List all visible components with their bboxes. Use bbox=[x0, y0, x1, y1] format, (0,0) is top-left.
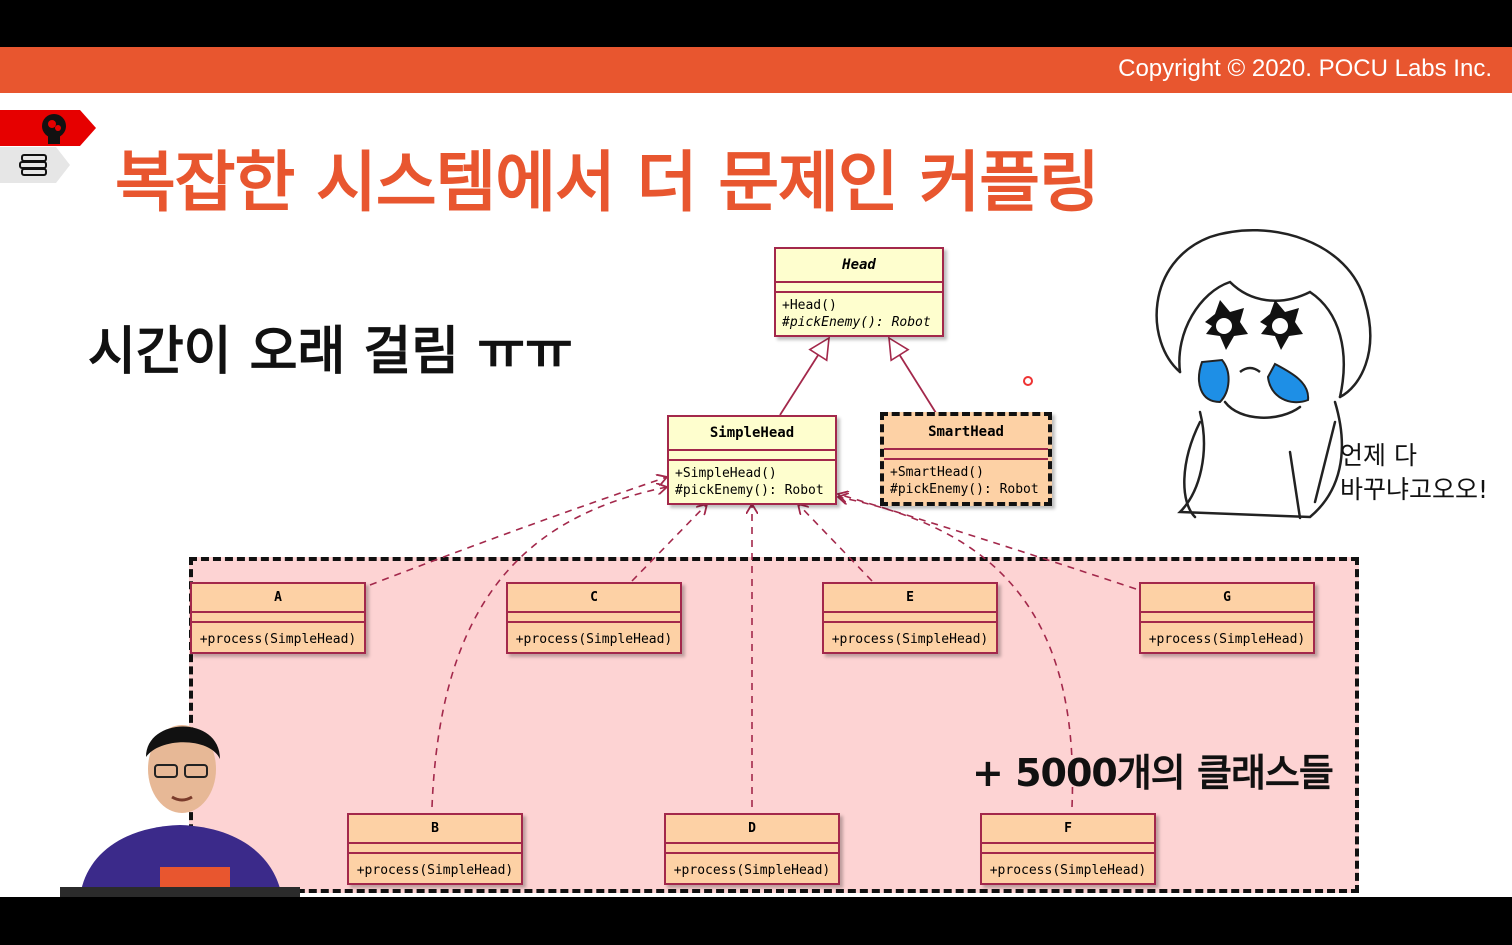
uml-attributes bbox=[349, 844, 521, 854]
brain-head-icon bbox=[0, 110, 96, 146]
uml-class-name: C bbox=[508, 584, 680, 613]
presenter-webcam bbox=[60, 725, 300, 897]
uml-operation: +process(SimpleHead) bbox=[1148, 632, 1306, 647]
uml-class-a: A +process(SimpleHead) bbox=[190, 582, 366, 654]
uml-class-smarthead: SmartHead +SmartHead() #pickEnemy(): Rob… bbox=[880, 412, 1052, 506]
uml-class-name: Head bbox=[776, 249, 942, 283]
uml-class-head: Head +Head() #pickEnemy(): Robot bbox=[774, 247, 944, 337]
diagram-connectors bbox=[369, 336, 1137, 808]
uml-class-name: F bbox=[982, 815, 1154, 844]
uml-class-name: B bbox=[349, 815, 521, 844]
speech-text: 언제 다 바꾸냐고오오! bbox=[1340, 439, 1488, 507]
uml-operation: +process(SimpleHead) bbox=[199, 632, 357, 647]
uml-operation: +process(SimpleHead) bbox=[356, 863, 514, 878]
crying-girl-illustration bbox=[1155, 229, 1372, 520]
uml-class-name: G bbox=[1141, 584, 1313, 613]
uml-operations: +SmartHead() #pickEnemy(): Robot bbox=[884, 460, 1048, 502]
subtitle: 시간이 오래 걸림 ㅠㅠ bbox=[88, 322, 573, 382]
uml-class-b: B +process(SimpleHead) bbox=[347, 813, 523, 885]
uml-attributes bbox=[666, 844, 838, 854]
uml-attributes bbox=[1141, 613, 1313, 623]
uml-operations: +Head() #pickEnemy(): Robot bbox=[776, 293, 942, 335]
uml-operation: +SimpleHead() bbox=[675, 466, 777, 481]
uml-class-d: D +process(SimpleHead) bbox=[664, 813, 840, 885]
uml-operation: #pickEnemy(): Robot bbox=[675, 483, 824, 498]
uml-class-name: SmartHead bbox=[884, 416, 1048, 450]
speech-line: 언제 다 bbox=[1340, 441, 1417, 470]
uml-class-e: E +process(SimpleHead) bbox=[822, 582, 998, 654]
speech-line: 바꾸냐고오오! bbox=[1340, 475, 1489, 504]
uml-class-f: F +process(SimpleHead) bbox=[980, 813, 1156, 885]
uml-attributes bbox=[824, 613, 996, 623]
uml-operation: +process(SimpleHead) bbox=[515, 632, 673, 647]
uml-operations: +SimpleHead() #pickEnemy(): Robot bbox=[669, 461, 835, 503]
uml-attributes bbox=[508, 613, 680, 623]
uml-class-c: C +process(SimpleHead) bbox=[506, 582, 682, 654]
uml-attributes bbox=[776, 283, 942, 293]
top-bar: Copyright © 2020. POCU Labs Inc. bbox=[0, 47, 1512, 93]
uml-attributes bbox=[669, 451, 835, 461]
laser-pointer-dot bbox=[1023, 376, 1033, 386]
uml-class-g: G +process(SimpleHead) bbox=[1139, 582, 1315, 654]
uml-class-name: A bbox=[192, 584, 364, 613]
uml-operation: +process(SimpleHead) bbox=[831, 632, 989, 647]
slide-title: 복잡한 시스템에서 더 문제인 커플링 bbox=[115, 144, 1100, 221]
uml-operation: +process(SimpleHead) bbox=[673, 863, 831, 878]
uml-attributes bbox=[982, 844, 1154, 854]
slide: Copyright © 2020. POCU Labs Inc. 복잡한 시스템… bbox=[0, 47, 1512, 897]
uml-operation: +SmartHead() bbox=[890, 465, 984, 480]
uml-attributes bbox=[192, 613, 364, 623]
uml-operation: +Head() bbox=[782, 298, 837, 313]
uml-attributes bbox=[884, 450, 1048, 460]
uml-operation: #pickEnemy(): Robot bbox=[890, 482, 1039, 497]
uml-class-name: D bbox=[666, 815, 838, 844]
uml-class-name: SimpleHead bbox=[669, 417, 835, 451]
uml-operation: +process(SimpleHead) bbox=[989, 863, 1147, 878]
uml-class-simplehead: SimpleHead +SimpleHead() #pickEnemy(): R… bbox=[667, 415, 837, 505]
books-stack-icon bbox=[0, 147, 70, 183]
uml-class-name: E bbox=[824, 584, 996, 613]
classes-count-note: + 5000개의 클래스들 bbox=[972, 751, 1334, 795]
copyright-text: Copyright © 2020. POCU Labs Inc. bbox=[1118, 55, 1492, 82]
uml-operation: #pickEnemy(): Robot bbox=[782, 315, 931, 330]
